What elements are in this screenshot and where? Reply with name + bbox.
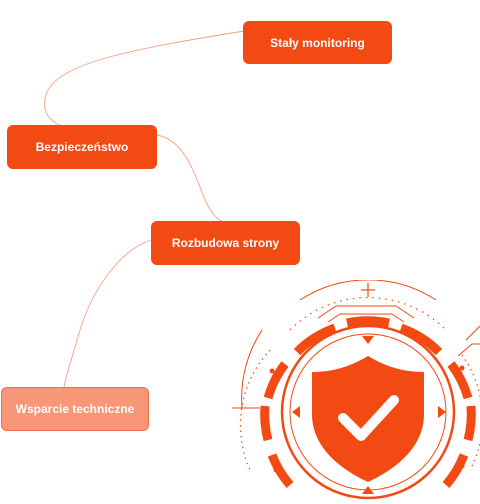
step-support-button[interactable]: Wsparcie techniczne <box>1 387 149 431</box>
step-build-button[interactable]: Rozbudowa strony <box>151 221 300 265</box>
connector-build-support <box>63 239 152 388</box>
step-security-label: Bezpieczeństwo <box>35 140 129 154</box>
step-build-label: Rozbudowa strony <box>171 236 280 250</box>
step-monitoring-button[interactable]: Stały monitoring <box>243 21 392 64</box>
connector-security-build <box>156 134 223 222</box>
step-security-button[interactable]: Bezpieczeństwo <box>7 125 157 169</box>
step-support-label: Wsparcie techniczne <box>15 402 135 416</box>
step-monitoring-label: Stały monitoring <box>270 35 365 50</box>
shield-check-icon <box>232 280 480 500</box>
connector-monitoring-security <box>44 30 245 126</box>
